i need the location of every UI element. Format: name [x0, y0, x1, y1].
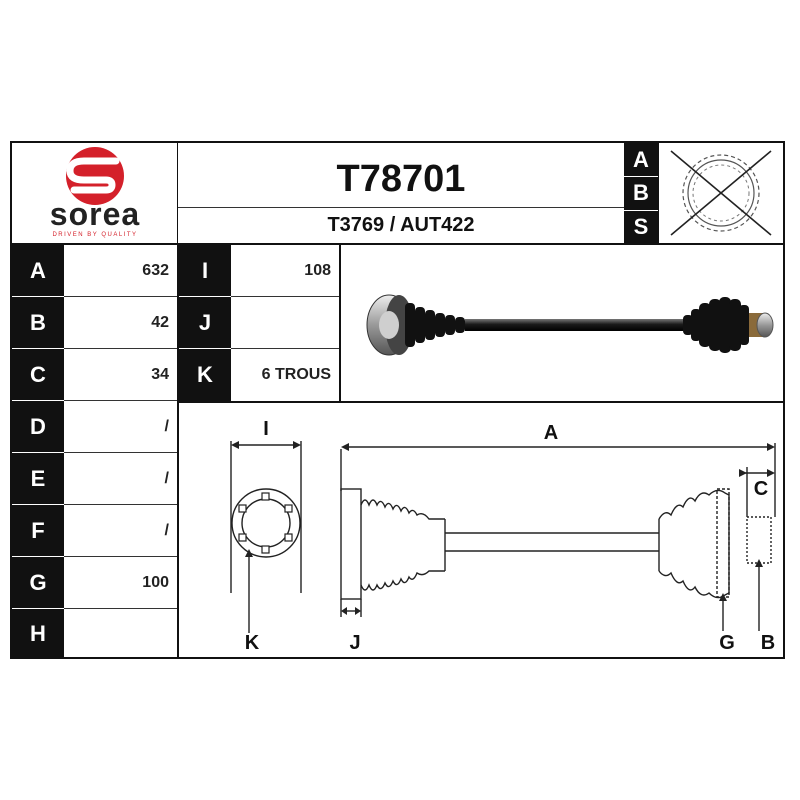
logo-s-mark [66, 157, 120, 194]
logo-cell: sorea DRIVEN BY QUALITY [12, 143, 177, 243]
spec-label: J [179, 297, 231, 348]
dim-label-g: G [719, 632, 735, 654]
abs-ring-icon [682, 154, 760, 232]
spec-value: 100 [142, 573, 169, 591]
drive-shaft-photo [366, 294, 774, 356]
spec-label: E [12, 453, 64, 504]
dim-label-k: K [245, 632, 260, 654]
abs-cell [658, 143, 785, 243]
cross-line [670, 150, 772, 236]
flange-outer-circle [231, 488, 301, 558]
spec-label: F [12, 505, 64, 556]
spec-label: D [12, 401, 64, 452]
spec-sheet: sorea DRIVEN BY QUALITY T78701 T3769 / A… [10, 141, 785, 659]
abs-letter-b: B [624, 176, 658, 210]
spec-value [64, 609, 177, 659]
logo-wordmark: sorea [50, 196, 140, 232]
abs-letter-a: A [624, 143, 658, 176]
dim-label-c: C [754, 478, 768, 500]
spec-value: / [164, 469, 169, 487]
inner-boot-outline [360, 499, 445, 520]
outer-boot-outline [658, 489, 730, 599]
abs-letter-s: S [624, 210, 658, 243]
dim-label-i: I [263, 418, 269, 440]
spec-label: H [12, 609, 64, 659]
inner-boot [405, 303, 465, 347]
part-number: T78701 [336, 157, 466, 200]
spec-value: 6 TROUS [261, 366, 331, 383]
dimension-diagram: I K J A C G B [230, 418, 776, 654]
spec-value [231, 297, 339, 348]
spec-table-left: A 632 B 42 C 34 D / E / F / G 100 H [12, 245, 177, 659]
flange-side [340, 488, 362, 600]
spec-value: / [164, 417, 169, 435]
spec-value: 42 [151, 313, 169, 331]
technical-diagram: I K J A C G B [179, 403, 785, 659]
product-photo [341, 245, 785, 401]
shaft-bar [465, 319, 685, 331]
spec-value: / [164, 521, 169, 539]
flange-inner-circle [241, 498, 291, 548]
spec-label: I [179, 245, 231, 296]
spec-label: A [12, 245, 64, 296]
abs-ring-side [716, 488, 730, 598]
spec-table-right: I 108 J K 6 TROUS [179, 245, 339, 401]
spec-value: 108 [304, 261, 331, 279]
dim-label-a: A [544, 422, 558, 444]
sorea-logo: sorea DRIVEN BY QUALITY [50, 147, 140, 238]
logo-tagline: DRIVEN BY QUALITY [52, 232, 137, 238]
outer-stub [749, 312, 774, 338]
spec-value: 632 [142, 261, 169, 279]
references: T3769 / AUT422 [327, 214, 475, 236]
abs-ring-crossed-icon [670, 150, 772, 236]
spec-label: G [12, 557, 64, 608]
spec-label: C [12, 349, 64, 400]
dim-label-b: B [761, 632, 775, 654]
spec-label: K [179, 349, 231, 401]
outer-boot [683, 297, 749, 353]
spline-stub [746, 516, 772, 564]
dim-label-j: J [349, 632, 360, 654]
spec-label: B [12, 297, 64, 348]
spec-value: 34 [151, 365, 169, 383]
